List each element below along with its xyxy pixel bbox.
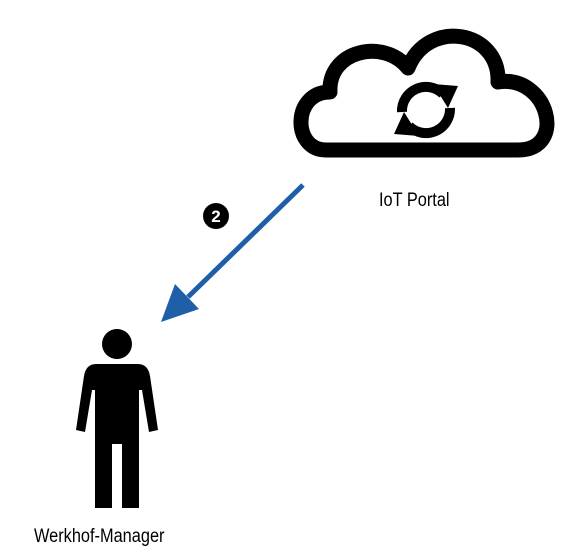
cloud-outline [293,28,555,158]
person-body [76,364,158,508]
arrow-shaft [186,183,305,299]
arrow-head [161,284,199,322]
step-badge: 2 [203,203,229,229]
sync-arrows-icon [394,81,458,139]
person-icon [76,329,158,508]
cloud-label: IoT Portal [379,190,450,211]
step-number: 2 [211,207,220,226]
person-label: Werkhof-Manager [34,526,165,547]
cloud-sync-icon [293,28,555,158]
flow-arrow [161,183,305,322]
person-head [102,329,132,359]
